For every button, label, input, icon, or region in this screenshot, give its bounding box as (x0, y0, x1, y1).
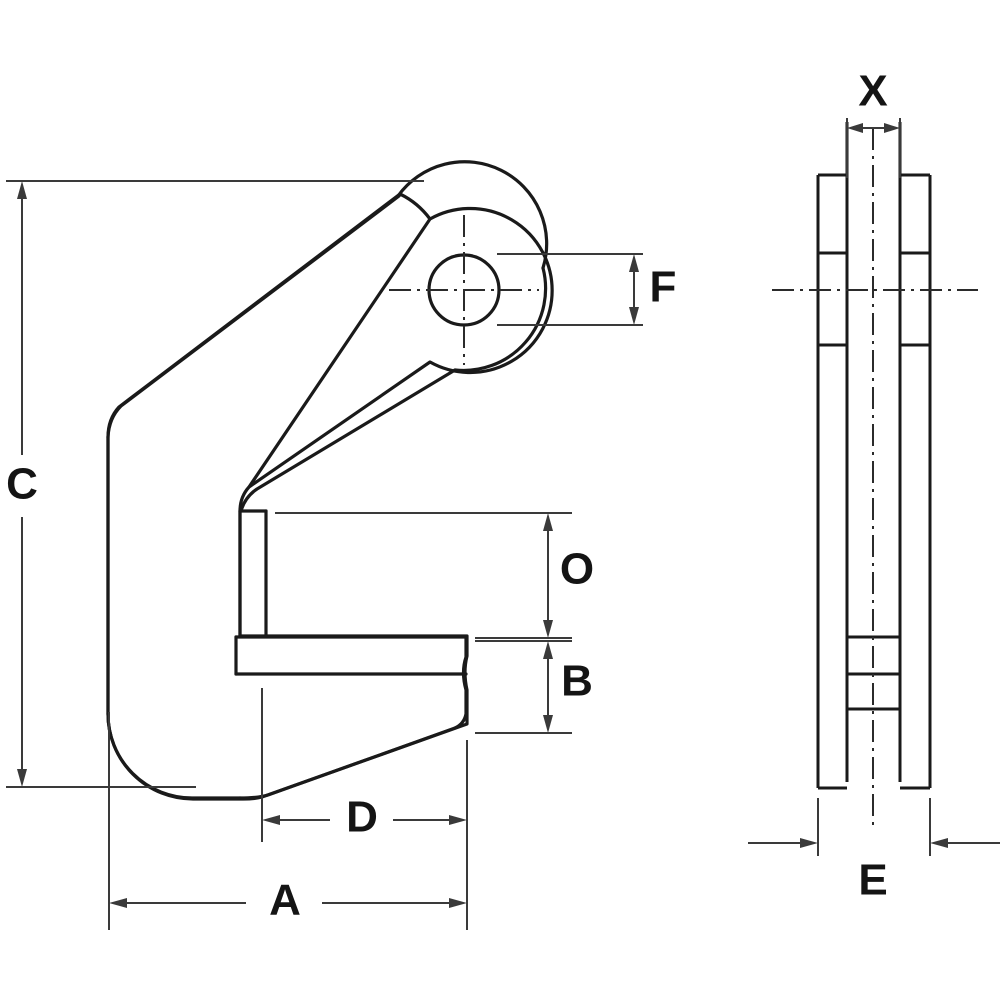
dimension-F-label: F (650, 263, 677, 312)
dimension-A-arrow-left (109, 898, 127, 908)
dimension-C-arrow-bottom (17, 769, 27, 787)
body-upper-slope (106, 194, 401, 439)
dimension-O-arrow-top (543, 513, 553, 531)
dimension-B-arrow-top (543, 641, 553, 659)
body-bottom-left-corner (106, 712, 242, 800)
dimension-C-label-bg (2, 455, 42, 517)
dimension-C: C (2, 180, 424, 788)
dimension-F-arrow-bottom (629, 307, 639, 325)
dimension-D-arrow-left (262, 815, 280, 825)
jaw-tip-edge (453, 636, 468, 730)
body-bottom-taper (238, 726, 457, 800)
dimension-C-arrow-top (17, 181, 27, 199)
head-right-arc (453, 266, 548, 373)
head-top-arc (396, 160, 549, 270)
dimension-X: X (846, 67, 901, 178)
dimension-D: D (261, 688, 468, 842)
dimension-E: E (748, 798, 1000, 905)
body-lower-slope (239, 368, 457, 513)
dimension-X-arrow-right (884, 123, 900, 133)
dimension-E-arrow-right (930, 838, 948, 848)
dimension-X-arrow-left (847, 123, 863, 133)
side-view (772, 122, 978, 828)
dimension-O: O (275, 512, 594, 639)
dimension-B-label: B (561, 657, 593, 706)
clamp-body-outline (106, 192, 554, 801)
dimension-A-arrow-right (449, 898, 467, 908)
dimension-A-label: A (269, 876, 301, 925)
dimension-D-label: D (346, 793, 378, 842)
dimension-O-label: O (560, 545, 594, 594)
dimension-A: A (108, 712, 468, 930)
dimension-O-arrow-bottom (543, 620, 553, 638)
dimension-F-arrow-top (629, 254, 639, 272)
dimension-D-arrow-right (449, 815, 467, 825)
front-view (106, 160, 554, 801)
dimension-E-label: E (858, 856, 887, 905)
dimension-B-arrow-bottom (543, 715, 553, 733)
dimension-X-label: X (858, 67, 887, 116)
dimension-B: B (475, 640, 593, 734)
dimension-C-label: C (6, 460, 38, 509)
dimension-F: F (497, 253, 677, 326)
dimension-E-arrow-left (800, 838, 818, 848)
